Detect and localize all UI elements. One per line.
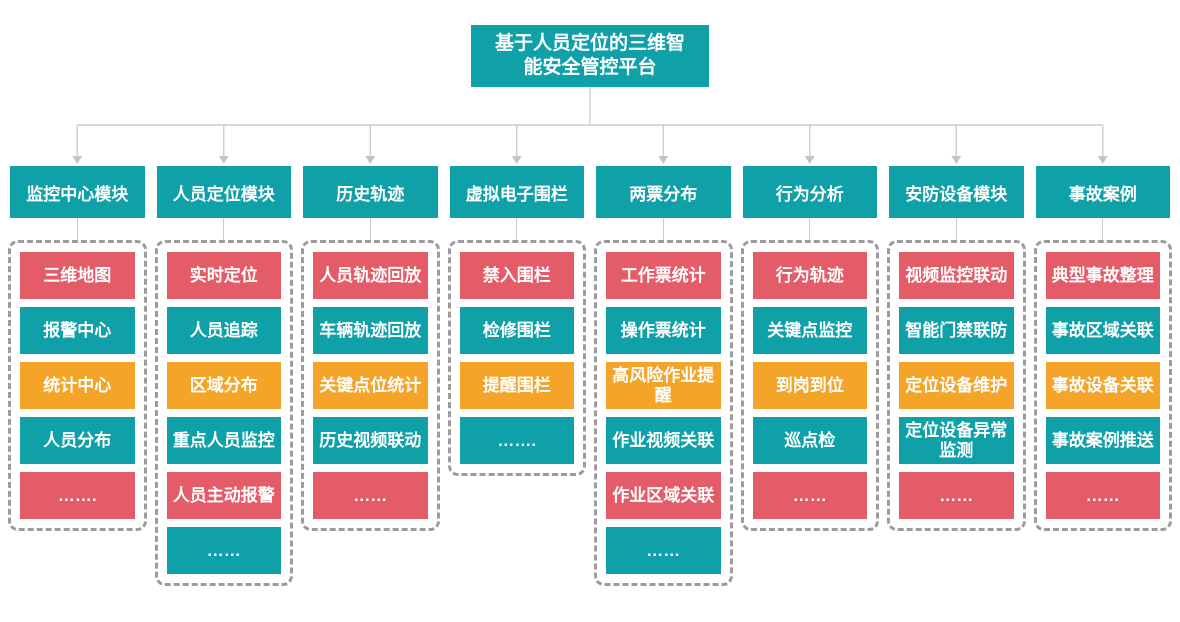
module-item: 典型事故整理 — [1045, 252, 1160, 299]
module-item: 定位设备异常监测 — [899, 417, 1014, 464]
module-columns: 监控中心模块 三维地图报警中心统计中心人员分布……. 人员定位模块 实时定位人员… — [0, 166, 1180, 586]
module-column: 行为分析 行为轨迹关键点监控到岗到位巡点检 …… — [740, 166, 879, 586]
module-item: ……. — [459, 417, 574, 464]
module-item: 事故区域关联 — [1045, 307, 1160, 354]
module-item: 事故设备关联 — [1045, 362, 1160, 409]
module-item: 巡点检 — [752, 417, 867, 464]
module-column: 人员定位模块 实时定位人员追踪区域分布重点人员监控人员主动报警 …… — [154, 166, 293, 586]
module-header: 虚拟电子围栏 — [449, 166, 584, 218]
module-item: …… — [752, 472, 867, 519]
header-connector-line — [809, 218, 811, 240]
module-items-container: 禁入围栏检修围栏提醒围栏 ……. — [447, 240, 586, 476]
module-item: 智能门禁联防 — [899, 307, 1014, 354]
module-item: 车辆轨迹回放 — [313, 307, 428, 354]
module-item: 检修围栏 — [459, 307, 574, 354]
module-item: 人员轨迹回放 — [313, 252, 428, 299]
module-items-container: 人员轨迹回放车辆轨迹回放关键点位统计历史视频联动 …… — [301, 240, 440, 531]
module-column: 事故案例 典型事故整理事故区域关联事故设备关联事故案例推送 …… — [1033, 166, 1172, 586]
root-node: 基于人员定位的三维智能安全管控平台 — [471, 25, 709, 87]
module-item: 工作票统计 — [606, 252, 721, 299]
module-item: 作业区域关联 — [606, 472, 721, 519]
module-item: …… — [313, 472, 428, 519]
header-connector-line — [1102, 218, 1104, 240]
module-item: 作业视频关联 — [606, 417, 721, 464]
module-item: 区域分布 — [166, 362, 281, 409]
module-column: 监控中心模块 三维地图报警中心统计中心人员分布 ……. — [8, 166, 147, 586]
module-item: 实时定位 — [166, 252, 281, 299]
module-items-container: 实时定位人员追踪区域分布重点人员监控人员主动报警 …… — [154, 240, 293, 586]
header-connector-line — [369, 218, 371, 240]
module-item: 事故案例推送 — [1045, 417, 1160, 464]
module-header: 两票分布 — [596, 166, 731, 218]
module-item: 禁入围栏 — [459, 252, 574, 299]
header-connector-line — [955, 218, 957, 240]
module-item: 操作票统计 — [606, 307, 721, 354]
module-items-container: 典型事故整理事故区域关联事故设备关联事故案例推送 …… — [1033, 240, 1172, 531]
module-item: 历史视频联动 — [313, 417, 428, 464]
module-column: 安防设备模块 视频监控联动智能门禁联防定位设备维护定位设备异常监测 …… — [887, 166, 1026, 586]
module-item: ……. — [20, 472, 135, 519]
module-item: …… — [1045, 472, 1160, 519]
module-item: …… — [166, 527, 281, 574]
module-header: 监控中心模块 — [10, 166, 145, 218]
module-header: 安防设备模块 — [889, 166, 1024, 218]
module-header: 历史轨迹 — [303, 166, 438, 218]
module-item: 视频监控联动 — [899, 252, 1014, 299]
module-items-container: 视频监控联动智能门禁联防定位设备维护定位设备异常监测 …… — [887, 240, 1026, 531]
module-column: 两票分布 工作票统计操作票统计高风险作业提醒作业视频关联作业区域关联 …… — [594, 166, 733, 586]
header-connector-line — [223, 218, 225, 240]
module-item: 人员追踪 — [166, 307, 281, 354]
module-item: 行为轨迹 — [752, 252, 867, 299]
header-connector-line — [76, 218, 78, 240]
module-items-container: 行为轨迹关键点监控到岗到位巡点检 …… — [740, 240, 879, 531]
module-item: 统计中心 — [20, 362, 135, 409]
module-column: 历史轨迹 人员轨迹回放车辆轨迹回放关键点位统计历史视频联动 …… — [301, 166, 440, 586]
module-column: 虚拟电子围栏 禁入围栏检修围栏提醒围栏 ……. — [447, 166, 586, 586]
header-connector-line — [662, 218, 664, 240]
module-item: 三维地图 — [20, 252, 135, 299]
module-item: 报警中心 — [20, 307, 135, 354]
module-item: 高风险作业提醒 — [606, 362, 721, 409]
module-item: 提醒围栏 — [459, 362, 574, 409]
module-item: 定位设备维护 — [899, 362, 1014, 409]
module-items-container: 三维地图报警中心统计中心人员分布 ……. — [8, 240, 147, 531]
module-items-container: 工作票统计操作票统计高风险作业提醒作业视频关联作业区域关联 …… — [594, 240, 733, 586]
module-item: …… — [899, 472, 1014, 519]
module-item: 关键点监控 — [752, 307, 867, 354]
header-connector-line — [516, 218, 518, 240]
module-item: 重点人员监控 — [166, 417, 281, 464]
module-header: 行为分析 — [742, 166, 877, 218]
module-header: 人员定位模块 — [156, 166, 291, 218]
module-item: 到岗到位 — [752, 362, 867, 409]
module-item: 关键点位统计 — [313, 362, 428, 409]
module-item: 人员主动报警 — [166, 472, 281, 519]
module-item: 人员分布 — [20, 417, 135, 464]
module-item: …… — [606, 527, 721, 574]
module-header: 事故案例 — [1035, 166, 1170, 218]
